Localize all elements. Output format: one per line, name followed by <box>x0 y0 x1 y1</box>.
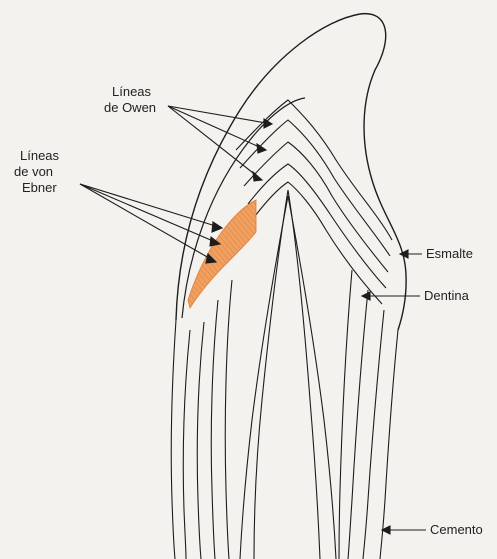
cemento-pointer <box>382 526 426 534</box>
ebner-label-line2: de von <box>14 164 53 179</box>
dentina-label: Dentina <box>424 288 470 303</box>
owen-label-line1: Líneas <box>112 84 152 99</box>
ebner-label-line3: Ebner <box>22 180 57 195</box>
owen-lines <box>236 100 392 304</box>
pulp-lines <box>240 190 336 559</box>
von-ebner-highlight <box>188 200 256 308</box>
cemento-label: Cemento <box>430 522 483 537</box>
ebner-label-line1: Líneas <box>20 148 60 163</box>
owen-pointer-lines <box>168 106 272 181</box>
owen-label-line2: de Owen <box>104 100 156 115</box>
root-lines-left <box>171 280 232 559</box>
enamel-outline <box>176 14 406 330</box>
root-lines-right <box>339 270 398 559</box>
dentina-pointer <box>362 292 420 300</box>
ebner-pointer-lines <box>80 184 222 263</box>
esmalte-label: Esmalte <box>426 246 473 261</box>
